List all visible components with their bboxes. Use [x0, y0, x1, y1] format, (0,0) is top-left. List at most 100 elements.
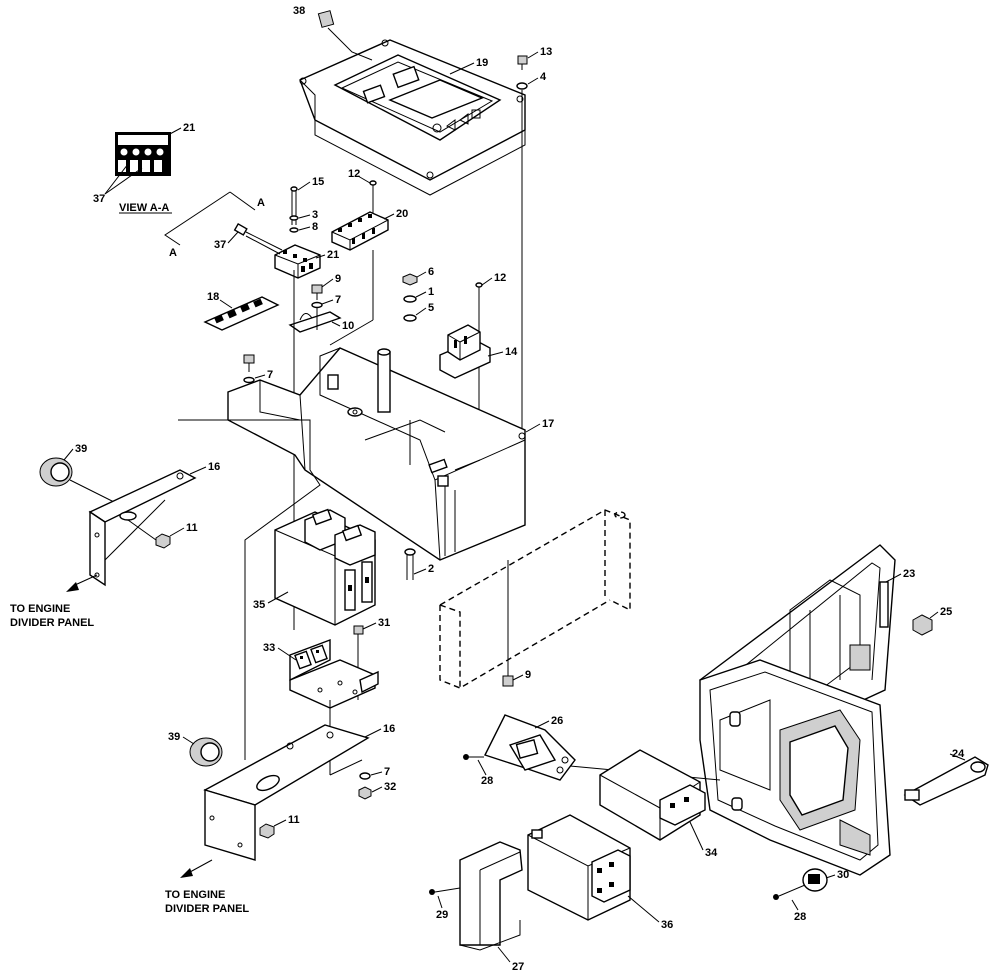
terminal-strip-20 [331, 211, 389, 251]
label-31: 31 [378, 617, 390, 629]
label-26: 26 [551, 715, 563, 727]
label-17: 17 [542, 418, 554, 430]
label-5: 5 [428, 302, 434, 314]
label-34: 34 [705, 847, 718, 859]
screw-12-top [369, 180, 377, 215]
washer-4 [516, 82, 528, 90]
washer-7-top [311, 301, 323, 309]
screw-12 [475, 282, 483, 300]
label-4: 4 [540, 71, 547, 83]
label-24: 24 [952, 748, 965, 760]
label-30: 30 [837, 869, 849, 881]
label-14: 14 [505, 346, 518, 358]
mounting-plate-33 [289, 638, 379, 709]
label-36: 36 [661, 919, 673, 931]
grommet-39-bottom [189, 737, 223, 767]
screw-13 [517, 55, 528, 70]
label-33: 33 [263, 642, 275, 654]
label-38: 38 [293, 5, 305, 17]
nut-11-bottom [259, 823, 275, 839]
label-28-bottom: 28 [794, 911, 806, 923]
label-12: 12 [494, 272, 506, 284]
label-1: 1 [428, 286, 434, 298]
screw-9-top [311, 284, 323, 300]
label-20: 20 [396, 208, 408, 220]
module-26 [484, 714, 576, 781]
label-16-bottom: 16 [383, 723, 395, 735]
label-18: 18 [207, 291, 219, 303]
washer-5 [403, 314, 417, 322]
label-16-top: 16 [208, 461, 220, 473]
bracket-16-bottom [203, 724, 370, 861]
connector-37 [233, 222, 283, 255]
label-19: 19 [476, 57, 488, 69]
terminal-block-21 [274, 244, 321, 279]
section-a-bottom: A [169, 247, 177, 259]
screw-28-top [463, 754, 484, 760]
grommet-39-top [39, 457, 73, 487]
washer-3 [289, 215, 299, 221]
label-7-bottom: 7 [384, 766, 390, 778]
label-6: 6 [428, 266, 434, 278]
to-engine-bottom: TO ENGINE [165, 889, 225, 901]
divider-panel-top: DIVIDER PANEL [10, 617, 94, 629]
label-21: 21 [327, 249, 339, 261]
bracket-16-top [88, 469, 197, 587]
label-37-view: 37 [93, 193, 105, 205]
section-line-a-a [164, 191, 256, 246]
screw-9-bottom [502, 670, 514, 687]
label-39-bottom: 39 [168, 731, 180, 743]
label-27: 27 [512, 961, 524, 973]
screw-28-bottom [773, 884, 806, 900]
label-11-top: 11 [186, 522, 198, 534]
screw-2 [404, 548, 416, 580]
label-23: 23 [903, 568, 915, 580]
section-a-top: A [257, 197, 265, 209]
label-9-bottom: 9 [525, 669, 531, 681]
lever-24 [903, 756, 989, 806]
control-panel-19 [299, 39, 526, 196]
label-13: 13 [540, 46, 552, 58]
enclosure-box-17 [227, 347, 526, 561]
label-21-view: 21 [183, 122, 195, 134]
label-15: 15 [312, 176, 324, 188]
label-39-top: 39 [75, 443, 87, 455]
washer-1 [403, 295, 417, 303]
part-30 [802, 868, 828, 892]
circuit-breaker-35 [274, 508, 376, 626]
label-11-bottom: 11 [288, 814, 300, 826]
label-8: 8 [312, 221, 318, 233]
label-7-top: 7 [335, 294, 341, 306]
label-7-left: 7 [267, 369, 273, 381]
nut-6 [402, 273, 418, 286]
dashed-bracket [439, 509, 631, 689]
module-34 [599, 749, 706, 841]
screw-29 [429, 887, 461, 895]
label-29: 29 [436, 909, 448, 921]
connector-38 [317, 10, 373, 61]
nut-32 [358, 786, 372, 800]
nut-11-top [155, 533, 171, 549]
divider-panel-bottom: DIVIDER PANEL [165, 903, 249, 915]
module-36 [527, 814, 631, 921]
washer-7-bottom [359, 772, 371, 780]
decal-18 [203, 296, 280, 331]
label-32: 32 [384, 781, 396, 793]
label-28-top: 28 [481, 775, 493, 787]
screw-7-left [243, 354, 255, 384]
view-a-a-title: VIEW A-A [119, 202, 169, 214]
control-housing [699, 659, 891, 876]
label-12-top: 12 [348, 168, 360, 180]
label-35: 35 [253, 599, 265, 611]
label-2: 2 [428, 563, 434, 575]
nut-25 [912, 614, 933, 636]
relay-14 [439, 324, 491, 379]
to-engine-top: TO ENGINE [10, 603, 70, 615]
label-3: 3 [312, 209, 318, 221]
label-10: 10 [342, 320, 354, 332]
bracket-27 [459, 841, 523, 951]
label-25: 25 [940, 606, 952, 618]
label-37: 37 [214, 239, 226, 251]
label-9-top: 9 [335, 273, 341, 285]
